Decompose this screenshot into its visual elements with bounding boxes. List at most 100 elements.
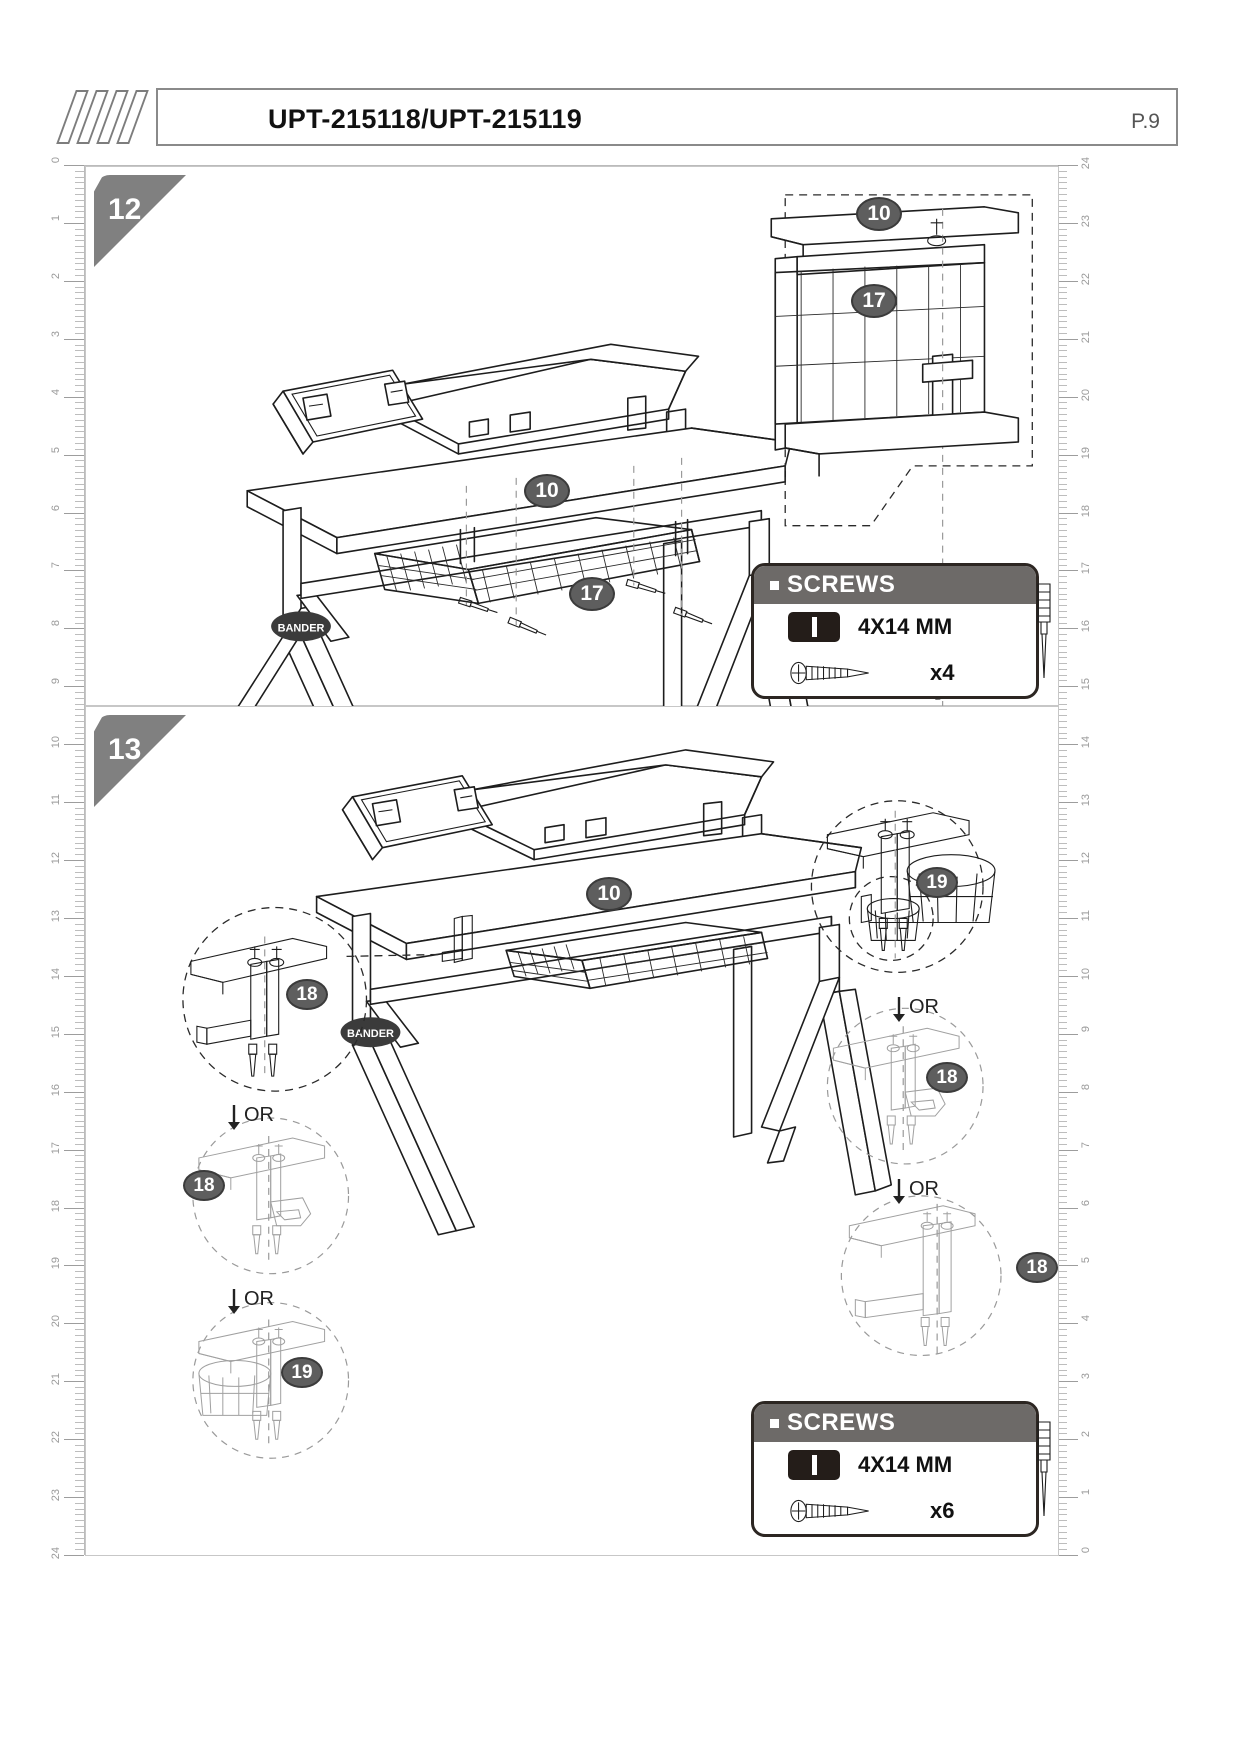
ruler-minor-tick xyxy=(75,987,84,989)
ruler-minor-tick xyxy=(75,1166,84,1168)
ruler-minor-tick xyxy=(75,1329,84,1331)
ruler-minor-tick xyxy=(75,390,84,392)
ruler-minor-tick xyxy=(1058,587,1067,589)
ruler-minor-tick xyxy=(75,1161,84,1163)
ruler-minor-tick xyxy=(75,952,84,954)
ruler-minor-tick xyxy=(75,379,84,381)
ruler-minor-tick xyxy=(1058,199,1067,201)
ruler-minor-tick xyxy=(1058,1479,1067,1481)
ruler-minor-tick xyxy=(1058,883,1067,885)
ruler-major-tick xyxy=(1058,570,1078,572)
ruler-minor-tick xyxy=(1058,732,1067,734)
ruler-minor-tick xyxy=(75,495,84,497)
ruler-label: 23 xyxy=(1080,214,1092,228)
ruler-minor-tick xyxy=(1058,321,1067,323)
ruler-minor-tick xyxy=(75,692,84,694)
ruler-major-tick xyxy=(64,454,84,456)
ruler-major-tick xyxy=(1058,686,1078,688)
ruler-minor-tick xyxy=(75,1039,84,1041)
laptop-stand xyxy=(341,775,493,861)
ruler-minor-tick xyxy=(1058,1132,1067,1134)
ruler-minor-tick xyxy=(75,1520,84,1522)
ruler-minor-tick xyxy=(75,240,84,242)
ruler-minor-tick xyxy=(1058,651,1067,653)
ruler-label: 5 xyxy=(50,446,62,453)
ruler-minor-tick xyxy=(75,680,84,682)
ruler-minor-tick xyxy=(75,529,84,531)
page-number: P.9 xyxy=(1131,110,1160,133)
ruler-minor-tick xyxy=(75,999,84,1000)
ruler-minor-tick xyxy=(1058,1166,1067,1168)
ruler-minor-tick xyxy=(75,1004,84,1006)
page-header: UPT-215118/UPT-215119 P.9 xyxy=(56,88,1178,150)
ruler-minor-tick xyxy=(1058,298,1067,300)
ruler-minor-tick xyxy=(75,778,84,780)
or-label: OR xyxy=(244,1288,274,1310)
ruler-minor-tick xyxy=(1058,263,1067,265)
ruler-minor-tick xyxy=(75,1027,84,1029)
ruler-minor-tick xyxy=(75,1317,84,1319)
ruler-minor-tick xyxy=(1058,1184,1067,1186)
ruler-minor-tick xyxy=(1058,1526,1067,1528)
ruler-minor-tick xyxy=(75,1508,84,1510)
ruler-minor-tick xyxy=(1058,1387,1067,1389)
ruler-minor-tick xyxy=(1058,489,1067,491)
ruler-minor-tick xyxy=(1058,292,1067,294)
ruler-label: 2 xyxy=(50,272,62,279)
ruler-minor-tick xyxy=(75,888,84,890)
ruler-minor-tick xyxy=(75,703,84,705)
ruler-minor-tick xyxy=(1058,970,1067,972)
screw-qty-label: x6 xyxy=(930,1498,955,1523)
callout-bubble-19-right: 19 xyxy=(916,867,958,898)
ruler-minor-tick xyxy=(75,205,84,207)
ruler-minor-tick xyxy=(1058,1520,1067,1522)
ruler-label: 17 xyxy=(50,1141,62,1154)
ruler-minor-tick xyxy=(75,842,84,844)
ruler-minor-tick xyxy=(75,518,84,520)
ruler-minor-tick xyxy=(75,1543,84,1545)
ruler-minor-tick xyxy=(1058,309,1067,311)
ruler-minor-tick xyxy=(1058,1027,1067,1029)
ruler-minor-tick xyxy=(1058,483,1067,485)
ruler-minor-tick xyxy=(1058,419,1067,421)
ruler-minor-tick xyxy=(1058,1398,1067,1400)
ruler-minor-tick xyxy=(75,912,84,914)
ruler-minor-tick xyxy=(75,1421,84,1423)
callout-bubble-18-right-alt2: 18 xyxy=(1016,1252,1058,1283)
ruler-minor-tick xyxy=(1058,1109,1067,1111)
ruler-label: 20 xyxy=(1080,388,1092,401)
ruler-minor-tick xyxy=(75,923,84,925)
ruler-minor-tick xyxy=(1058,1352,1067,1354)
ruler-minor-tick xyxy=(1058,1514,1067,1516)
ruler-minor-tick xyxy=(75,819,84,821)
ruler-minor-tick xyxy=(1058,1473,1067,1475)
ruler-major-tick xyxy=(64,917,84,919)
ruler-minor-tick xyxy=(75,634,84,636)
ruler-major-tick xyxy=(64,280,84,282)
ruler-minor-tick xyxy=(75,1016,84,1018)
ruler-minor-tick xyxy=(1058,477,1067,479)
ruler-minor-tick xyxy=(75,489,84,491)
ruler-major-tick xyxy=(1058,1439,1078,1441)
ruler-minor-tick xyxy=(75,1363,84,1365)
ruler-minor-tick xyxy=(75,1138,84,1139)
ruler-label: 14 xyxy=(50,967,62,981)
ruler-major-tick xyxy=(1058,396,1078,398)
ruler-minor-tick xyxy=(75,332,84,334)
ruler-minor-tick xyxy=(1058,1219,1067,1221)
ruler-minor-tick xyxy=(75,524,84,526)
ruler-minor-tick xyxy=(1058,425,1067,427)
ruler-minor-tick xyxy=(75,1358,84,1360)
callout-bubble-17: 17 xyxy=(569,577,615,611)
ruler-minor-tick xyxy=(75,784,84,786)
ruler-minor-tick xyxy=(1058,929,1067,931)
screwdriver-icon xyxy=(1037,583,1051,679)
ruler-minor-tick xyxy=(1058,634,1067,636)
ruler-minor-tick xyxy=(1058,912,1067,914)
ruler-minor-tick xyxy=(75,668,84,670)
ruler-major-tick xyxy=(1058,1555,1078,1556)
ruler-minor-tick xyxy=(1058,1537,1067,1539)
ruler-minor-tick xyxy=(1058,367,1067,369)
ruler-minor-tick xyxy=(75,726,84,728)
screws-box-header: SCREWS xyxy=(754,566,1036,604)
